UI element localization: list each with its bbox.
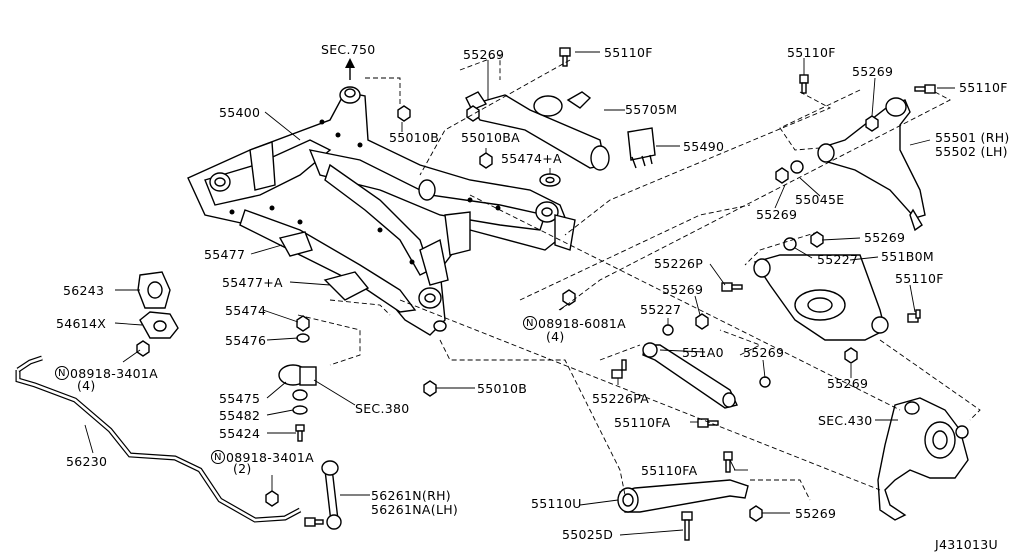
diagram-id: J431013U xyxy=(935,537,998,552)
upper-link-assembly xyxy=(465,91,610,171)
label-55110F-b: 55110F xyxy=(787,45,836,60)
label-55400: 55400 xyxy=(219,105,261,120)
label-56243: 56243 xyxy=(63,283,105,298)
n-symbols xyxy=(55,316,537,464)
label-55110F-a: 55110F xyxy=(604,45,653,60)
label-55502: 55502 (LH) xyxy=(935,144,1008,159)
label-55045E: 55045E xyxy=(795,192,845,207)
label-qty4-b: (4) xyxy=(77,378,96,393)
label-08918-6081A: 08918-6081A xyxy=(538,316,626,331)
label-55424: 55424 xyxy=(219,426,261,441)
label-55475: 55475 xyxy=(219,391,261,406)
label-qty2: (2) xyxy=(233,461,252,476)
connecting-rod xyxy=(321,460,342,530)
assembly-dash-lines xyxy=(297,54,981,501)
label-55269-f: 55269 xyxy=(743,345,785,360)
label-55110FA-b: 55110FA xyxy=(641,463,698,478)
label-55476: 55476 xyxy=(225,333,267,348)
stabilizer-clamp xyxy=(139,311,179,339)
label-55226PA: 55226PA xyxy=(592,391,650,406)
label-55269-b: 55269 xyxy=(852,64,894,79)
label-551A0: 551A0 xyxy=(682,345,724,360)
label-54614X: 54614X xyxy=(56,316,107,331)
label-sec380: SEC.380 xyxy=(355,401,410,416)
label-55010B-a: 55010B xyxy=(389,130,440,145)
sec750-arrow xyxy=(345,58,355,80)
label-55269-e: 55269 xyxy=(662,282,704,297)
label-08918-3401A-a: 08918-3401A xyxy=(70,366,158,381)
label-55482: 55482 xyxy=(219,408,261,423)
label-sec430: SEC.430 xyxy=(818,413,873,428)
sensor-55490 xyxy=(627,127,656,169)
upper-arm xyxy=(817,97,926,232)
label-08918-3401A-b: 08918-3401A xyxy=(226,450,314,465)
label-55227-a: 55227 xyxy=(817,252,859,267)
label-55227-b: 55227 xyxy=(640,302,682,317)
label-n-08918-3401A-b: N xyxy=(214,452,222,463)
label-55010B-b: 55010B xyxy=(477,381,528,396)
label-55269-g: 55269 xyxy=(827,376,869,391)
label-55269-c: 55269 xyxy=(756,207,798,222)
leader-lines xyxy=(84,51,955,536)
label-55110FA-a: 55110FA xyxy=(614,415,671,430)
label-sec750: SEC.750 xyxy=(321,42,376,57)
label-55269-h: 55269 xyxy=(795,506,837,521)
label-55025D: 55025D xyxy=(562,527,614,542)
rear-subframe xyxy=(187,86,576,336)
label-55110F-d: 55110F xyxy=(895,271,944,286)
stabilizer-bar xyxy=(15,355,302,523)
lower-arm xyxy=(753,254,889,341)
label-n-08918-6081A: N xyxy=(526,318,534,329)
fasteners xyxy=(136,47,936,541)
label-55010BA: 55010BA xyxy=(461,130,520,145)
label-55110F-c: 55110F xyxy=(959,80,1008,95)
label-qty4-a: (4) xyxy=(546,329,565,344)
label-55477: 55477 xyxy=(204,247,246,262)
label-56261N: 56261N(RH) xyxy=(371,488,451,503)
label-55269-a: 55269 xyxy=(463,47,505,62)
label-55477plusA: 55477+A xyxy=(222,275,283,290)
rear-link xyxy=(642,342,738,409)
label-55474: 55474 xyxy=(225,303,267,318)
label-n-08918-3401A-a: N xyxy=(58,368,66,379)
label-55474plusA: 55474+A xyxy=(501,151,562,166)
label-55226P: 55226P xyxy=(654,256,704,271)
label-55269-d: 55269 xyxy=(864,230,906,245)
label-551B0M: 551B0M xyxy=(881,249,934,264)
label-55110U: 55110U xyxy=(531,496,582,511)
label-55490: 55490 xyxy=(683,139,725,154)
rear-knuckle xyxy=(877,397,969,521)
stabilizer-bushing xyxy=(137,271,171,309)
label-56230: 56230 xyxy=(66,454,108,469)
lower-link xyxy=(617,479,749,513)
label-55501: 55501 (RH) xyxy=(935,130,1010,145)
label-55705M: 55705M xyxy=(625,102,678,117)
label-56261NA: 56261NA(LH) xyxy=(371,502,459,517)
